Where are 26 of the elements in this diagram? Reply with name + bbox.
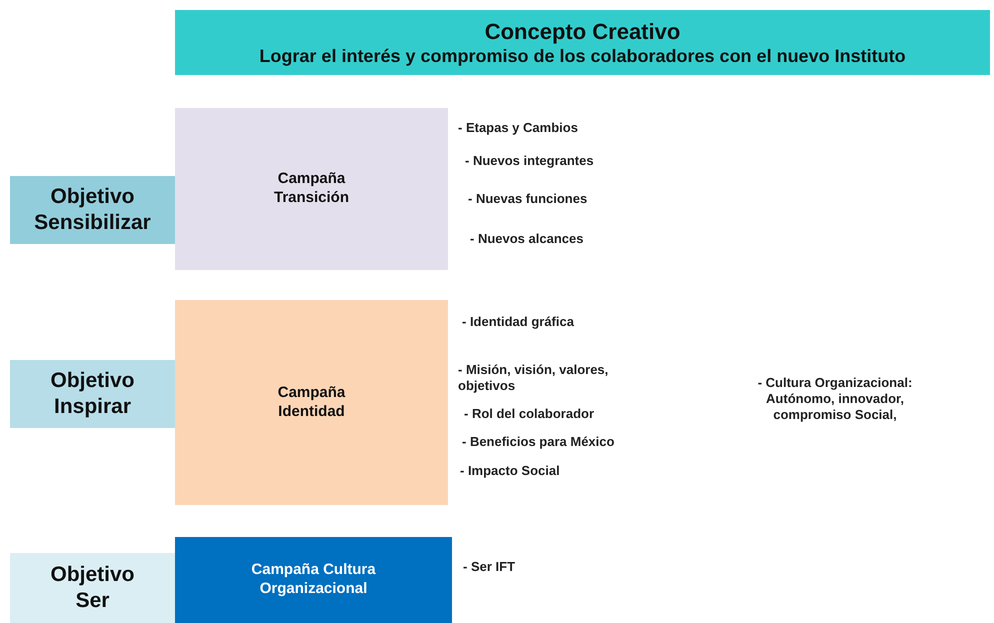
title-banner	[175, 10, 990, 75]
campaign-box	[175, 537, 452, 623]
list-item: - Etapas y Cambios	[458, 120, 578, 136]
objective-band	[10, 176, 175, 244]
list-item: - Impacto Social	[460, 463, 560, 479]
list-item: - Nuevos alcances	[470, 231, 584, 247]
list-item: - Nuevas funciones	[468, 191, 588, 207]
node-label: Objetivo Ser	[49, 562, 136, 614]
objective-band	[10, 360, 175, 428]
list-item: - Rol del colaborador	[464, 406, 594, 422]
node-label: Campaña Transición	[272, 170, 350, 208]
objective-band	[10, 553, 175, 623]
node-label: Objetivo Sensibilizar	[33, 184, 152, 236]
list-item: - Misión, visión, valores, objetivos	[458, 362, 610, 394]
campaign-box	[175, 300, 448, 505]
node-label: Objetivo Inspirar	[49, 368, 136, 420]
note-text: - Cultura Organizacional: Autónomo, innovador, compromiso Social,	[756, 375, 914, 423]
banner-subheading: Lograr el interés y compromiso de los colaboradores con el nuevo Instituto	[259, 45, 906, 68]
campaign-box	[175, 108, 448, 270]
banner-heading: Concepto Creativo	[484, 18, 680, 45]
list-item: - Beneficios para México	[462, 434, 614, 450]
list-item: - Nuevos integrantes	[465, 153, 594, 169]
list-item: - Ser IFT	[463, 559, 516, 575]
node-label: Campaña Identidad	[276, 384, 346, 422]
node-label: Campaña Cultura Organizacional	[250, 561, 377, 599]
list-item: - Identidad gráfica	[462, 314, 574, 330]
